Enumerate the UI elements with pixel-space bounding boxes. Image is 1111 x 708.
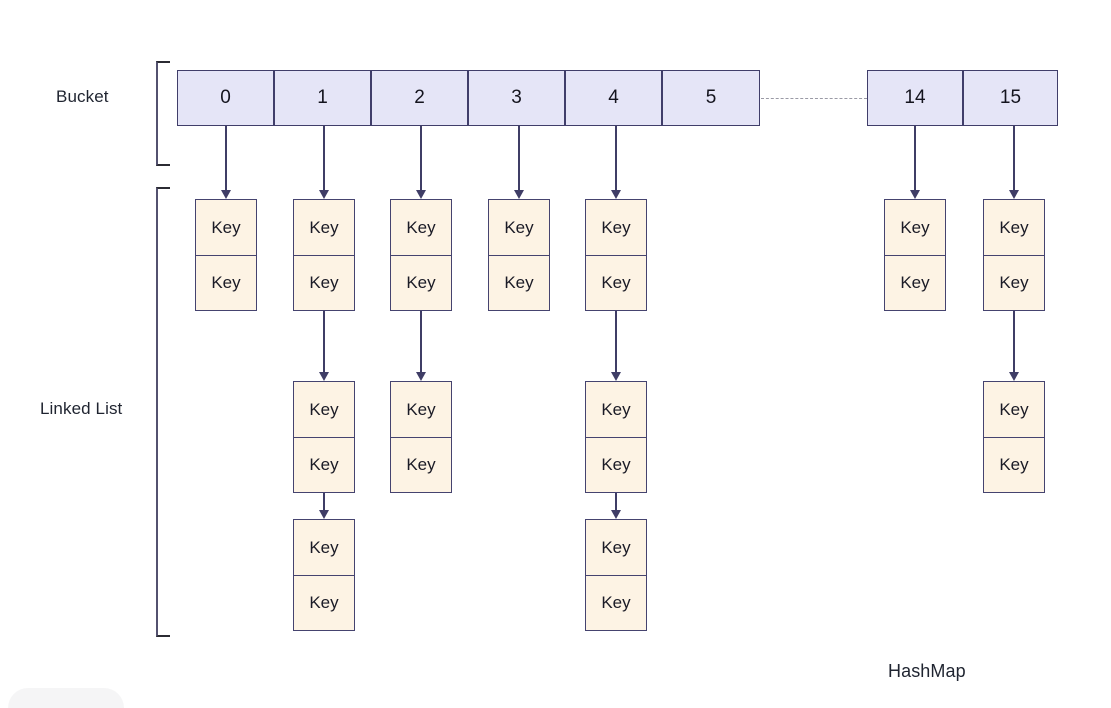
- key-cell: Key: [196, 200, 256, 255]
- bucket-index-label: 15: [999, 87, 1022, 108]
- bucket-label: Bucket: [56, 87, 109, 106]
- hashmap-title-label: HashMap: [888, 661, 966, 681]
- arrow-shaft: [1013, 311, 1015, 373]
- arrow-shaft: [323, 493, 325, 511]
- arrow-head-icon: [610, 372, 621, 381]
- bucket-cell-4[interactable]: 4: [565, 70, 662, 126]
- key-cell: Key: [586, 200, 646, 255]
- bucket-cell-14[interactable]: 14: [867, 70, 963, 126]
- key-cell: Key: [586, 255, 646, 310]
- key-cell: Key: [984, 382, 1044, 437]
- arrow-head-icon: [610, 190, 621, 199]
- key-cell: Key: [984, 437, 1044, 492]
- key-cell: Key: [391, 255, 451, 310]
- key-cell: Key: [984, 255, 1044, 310]
- key-cell: Key: [294, 255, 354, 310]
- arrow-head-icon: [415, 190, 426, 199]
- key-cell: Key: [391, 382, 451, 437]
- key-cell: Key: [196, 255, 256, 310]
- arrow-shaft: [420, 311, 422, 373]
- arrow-head-icon: [318, 372, 329, 381]
- bucket-index-label: 4: [608, 87, 619, 108]
- linked-list-label: Linked List: [40, 399, 123, 418]
- arrow-shaft: [615, 493, 617, 511]
- arrow-head-icon: [610, 510, 621, 519]
- bucket-index-label: 5: [705, 87, 717, 108]
- linked-list-bracket: [156, 187, 170, 637]
- key-cell: Key: [586, 520, 646, 575]
- corner-artifact: [8, 688, 124, 708]
- key-cell: Key: [294, 382, 354, 437]
- bucket-index-label: 1: [317, 87, 328, 108]
- arrow-head-icon: [1008, 372, 1019, 381]
- key-cell: Key: [391, 200, 451, 255]
- key-cell: Key: [391, 437, 451, 492]
- bucket-index-label: 2: [414, 87, 425, 108]
- arrow-shaft: [1013, 126, 1015, 191]
- key-cell: Key: [586, 437, 646, 492]
- key-cell: Key: [586, 382, 646, 437]
- arrow-head-icon: [220, 190, 231, 199]
- bucket-ellipsis-connector: [761, 98, 867, 99]
- bucket-bracket: [156, 61, 170, 166]
- key-cell: Key: [489, 200, 549, 255]
- bucket-cell-0[interactable]: 0: [177, 70, 274, 126]
- key-cell: Key: [885, 255, 945, 310]
- arrow-head-icon: [318, 510, 329, 519]
- key-cell: Key: [885, 200, 945, 255]
- key-cell: Key: [294, 437, 354, 492]
- arrow-shaft: [615, 311, 617, 373]
- arrow-head-icon: [513, 190, 524, 199]
- key-cell: Key: [294, 200, 354, 255]
- arrow-shaft: [420, 126, 422, 191]
- bucket-cell-3[interactable]: 3: [468, 70, 565, 126]
- key-cell: Key: [984, 200, 1044, 255]
- bucket-index-label: 0: [220, 87, 231, 108]
- key-cell: Key: [489, 255, 549, 310]
- arrow-head-icon: [318, 190, 329, 199]
- arrow-shaft: [225, 126, 227, 191]
- arrow-shaft: [615, 126, 617, 191]
- arrow-shaft: [323, 126, 325, 191]
- arrow-head-icon: [415, 372, 426, 381]
- arrow-head-icon: [1008, 190, 1019, 199]
- arrow-shaft: [914, 126, 916, 191]
- bucket-index-label: 14: [904, 87, 926, 108]
- key-cell: Key: [294, 520, 354, 575]
- arrow-head-icon: [909, 190, 920, 199]
- arrow-shaft: [518, 126, 520, 191]
- bucket-cell-2[interactable]: 2: [371, 70, 468, 126]
- bucket-index-label: 3: [511, 87, 522, 108]
- key-cell: Key: [294, 575, 354, 630]
- key-cell: Key: [586, 575, 646, 630]
- bucket-cell-15[interactable]: 15: [963, 70, 1058, 126]
- bucket-cell-5[interactable]: 5: [662, 70, 760, 126]
- bucket-cell-1[interactable]: 1: [274, 70, 371, 126]
- arrow-shaft: [323, 311, 325, 373]
